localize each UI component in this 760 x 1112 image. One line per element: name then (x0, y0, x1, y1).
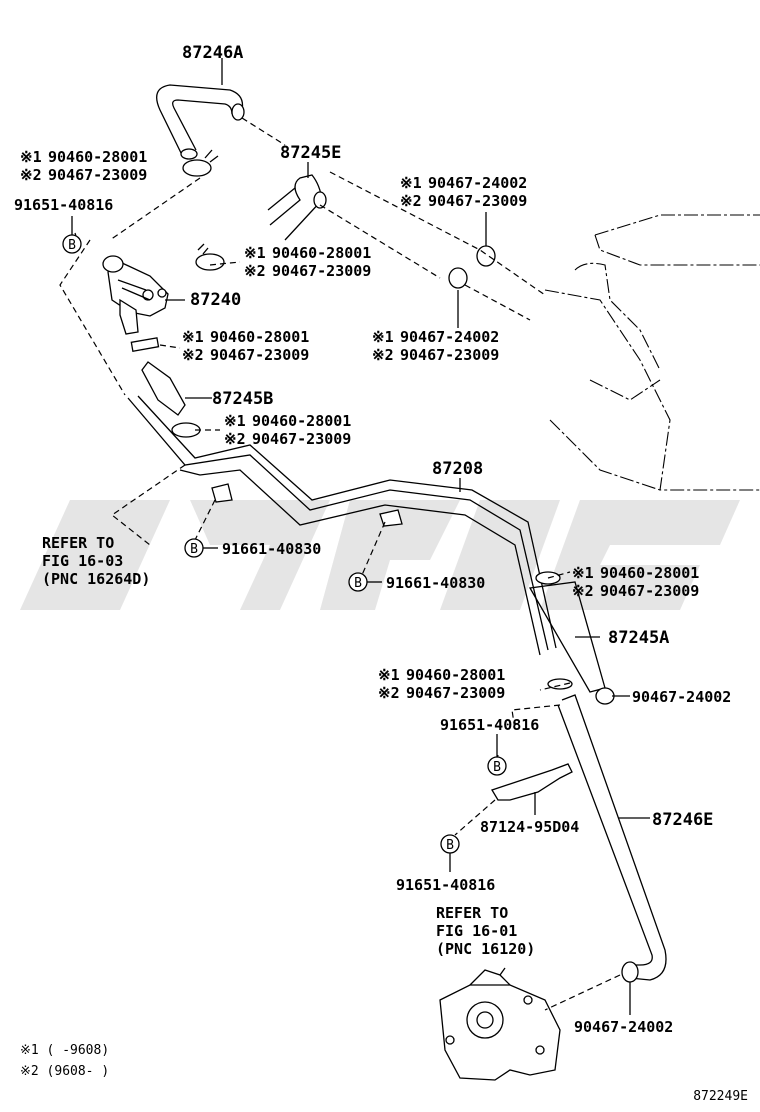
clamp-87245A-bottom (595, 687, 615, 705)
bolt-symbol-1: B (62, 234, 82, 254)
mark-2: ※2 (378, 684, 400, 702)
bolt-symbol-5: B (440, 834, 460, 854)
legend-row1: ※1 ( -9608) (20, 1043, 109, 1058)
bolt-symbol-3: B (348, 572, 368, 592)
hose-87245E (267, 162, 327, 241)
mark-1: ※1 (20, 148, 42, 166)
callout-c8a: 90460-28001 (406, 666, 505, 684)
legend-row2: ※2 (9608- ) (20, 1064, 109, 1079)
bolt-mark: B (190, 542, 198, 557)
callout-c5b: 90467-23009 (210, 346, 309, 364)
clamp-upper-right (448, 245, 496, 289)
callout-c7a: 90460-28001 (600, 564, 699, 582)
refer1-line1: REFER TO (42, 534, 114, 552)
mark-2: ※2 (182, 346, 204, 364)
clamp-bracket (547, 678, 573, 690)
label-87124-95D04: 87124-95D04 (480, 818, 579, 836)
watermark-logo (20, 500, 740, 610)
refer2-line3: (PNC 16120) (436, 940, 535, 958)
refer2-line2: FIG 16-01 (436, 922, 517, 940)
callout-c8b: 90467-23009 (406, 684, 505, 702)
callout-c3b: 90467-23009 (272, 262, 371, 280)
hose-87246E (557, 694, 667, 981)
label-87246E: 87246E (652, 810, 713, 830)
mark-1: ※1 (378, 666, 400, 684)
mark-1: ※1 (400, 174, 422, 192)
mark-2: ※2 (400, 192, 422, 210)
mark-2: ※2 (224, 430, 246, 448)
mark-1: ※1 (224, 412, 246, 430)
callout-c2b: 90467-23009 (428, 192, 527, 210)
bolt-symbol-2: B (184, 538, 204, 558)
pipe-87208 (127, 395, 557, 656)
callout-clip2: 90467-24002 (574, 1018, 673, 1036)
callout-c4b: 90467-23009 (400, 346, 499, 364)
bolt-mark: B (446, 838, 454, 853)
callout-clip1: 90467-24002 (632, 688, 731, 706)
mark-2: ※2 (372, 346, 394, 364)
callout-bolt1: 91651-40816 (14, 196, 113, 214)
mark-2: ※2 (244, 262, 266, 280)
valve-87240 (102, 255, 185, 335)
engine-outline (544, 214, 760, 491)
clamp-mid (195, 243, 225, 271)
mark-2: ※2 (572, 582, 594, 600)
callout-c1a: 90460-28001 (48, 148, 147, 166)
label-87245E: 87245E (280, 143, 341, 163)
bolt-mark: B (354, 576, 362, 591)
bolt-mark: B (68, 238, 76, 253)
clip-lower (621, 961, 639, 983)
callout-c3a: 90460-28001 (272, 244, 371, 262)
callout-c4a: 90467-24002 (400, 328, 499, 346)
bracket-87124 (491, 763, 573, 815)
mark-1: ※1 (572, 564, 594, 582)
mark-1: ※1 (182, 328, 204, 346)
label-87245B: 87245B (212, 389, 273, 409)
callout-c1b: 90467-23009 (48, 166, 147, 184)
mark-1: ※1 (244, 244, 266, 262)
callout-bolt3: 91661-40830 (386, 574, 485, 592)
callout-bolt2: 91661-40830 (222, 540, 321, 558)
refer1-line3: (PNC 16264D) (42, 570, 150, 588)
bolt-mark: B (493, 760, 501, 775)
label-87240: 87240 (190, 290, 241, 310)
clamp-top-left (182, 149, 219, 177)
label-87245A: 87245A (608, 628, 669, 648)
dashed-leaders (59, 117, 621, 1011)
hose-87245B (141, 361, 212, 416)
refer1-line2: FIG 16-03 (42, 552, 123, 570)
bolt-symbol-4: B (487, 756, 507, 776)
refer2-line1: REFER TO (436, 904, 508, 922)
hose-87246A (156, 58, 245, 160)
mark-1: ※1 (372, 328, 394, 346)
callout-c6a: 90460-28001 (252, 412, 351, 430)
callout-c6b: 90467-23009 (252, 430, 351, 448)
callout-c2a: 90467-24002 (428, 174, 527, 192)
callout-c5a: 90460-28001 (210, 328, 309, 346)
vacuum-pump (439, 967, 561, 1081)
label-87208: 87208 (432, 459, 483, 479)
figure-id: 872249E (693, 1089, 748, 1104)
pipe-stub (130, 337, 160, 352)
label-87246A: 87246A (182, 43, 243, 63)
mark-2: ※2 (20, 166, 42, 184)
callout-c7b: 90467-23009 (600, 582, 699, 600)
callout-bolt5: 91651-40816 (396, 876, 495, 894)
callout-bolt4: 91651-40816 (440, 716, 539, 734)
